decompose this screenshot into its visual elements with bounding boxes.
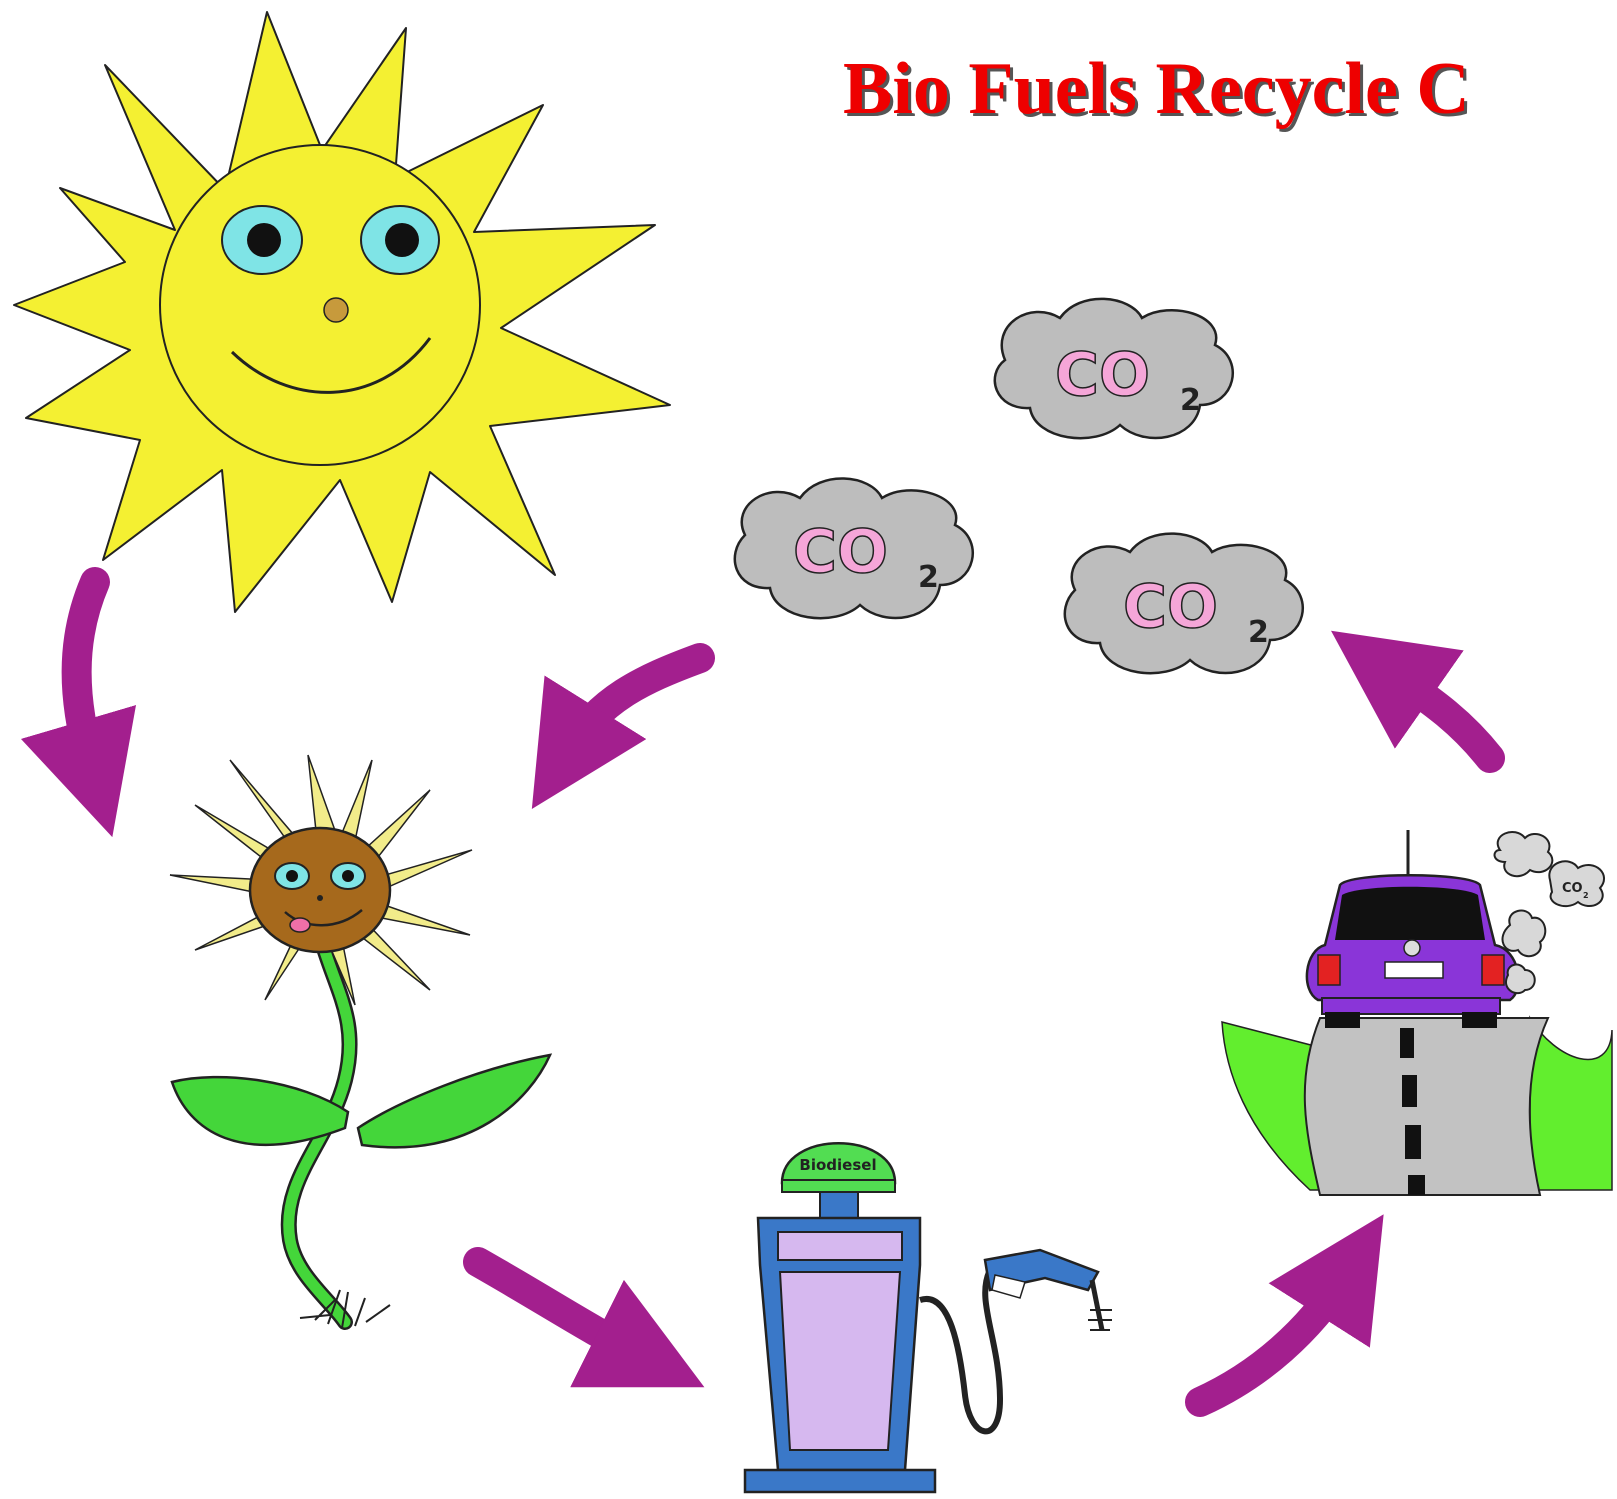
sun-left-eye-icon: [221, 205, 303, 275]
co2-cloud-left: CO 2: [733, 477, 974, 620]
exhaust-co2-label: CO: [1562, 881, 1583, 896]
co2-label: CO: [793, 517, 888, 587]
flower-right-eye-icon: [330, 862, 366, 890]
sun-smile-icon: [230, 337, 432, 394]
pump-label: Biodiesel: [799, 1156, 876, 1174]
sun-right-eye-icon: [360, 205, 440, 275]
arrow-clouds-to-plant: [531, 643, 715, 810]
arrow-pump-to-car: [1185, 1214, 1384, 1417]
diagram-title: Bio Fuels Recycle C: [843, 48, 1470, 130]
co2-subscript: 2: [1248, 615, 1269, 650]
exhaust-co2-subscript: 2: [1583, 891, 1589, 900]
co2-subscript: 2: [1180, 383, 1201, 418]
arrow-plant-to-pump: [463, 1247, 705, 1388]
fuel-pump-icon: Biodiesel: [743, 1142, 1112, 1494]
co2-cloud-top: CO 2: [993, 297, 1234, 440]
co2-subscript: 2: [918, 560, 939, 595]
arrow-car-to-clouds: [1331, 630, 1505, 773]
flower-left-eye-icon: [274, 862, 310, 890]
flower-tongue-icon: [289, 917, 311, 933]
co2-label: CO: [1123, 572, 1218, 642]
sunflower-icon: [169, 754, 553, 1330]
sun-nose-icon: [323, 297, 349, 323]
sun-icon: [13, 11, 671, 613]
car-on-road-icon: CO 2: [1221, 830, 1613, 1196]
arrow-sun-to-plant: [20, 567, 137, 838]
co2-cloud-right: CO 2: [1063, 532, 1304, 675]
co2-label: CO: [1055, 340, 1150, 410]
